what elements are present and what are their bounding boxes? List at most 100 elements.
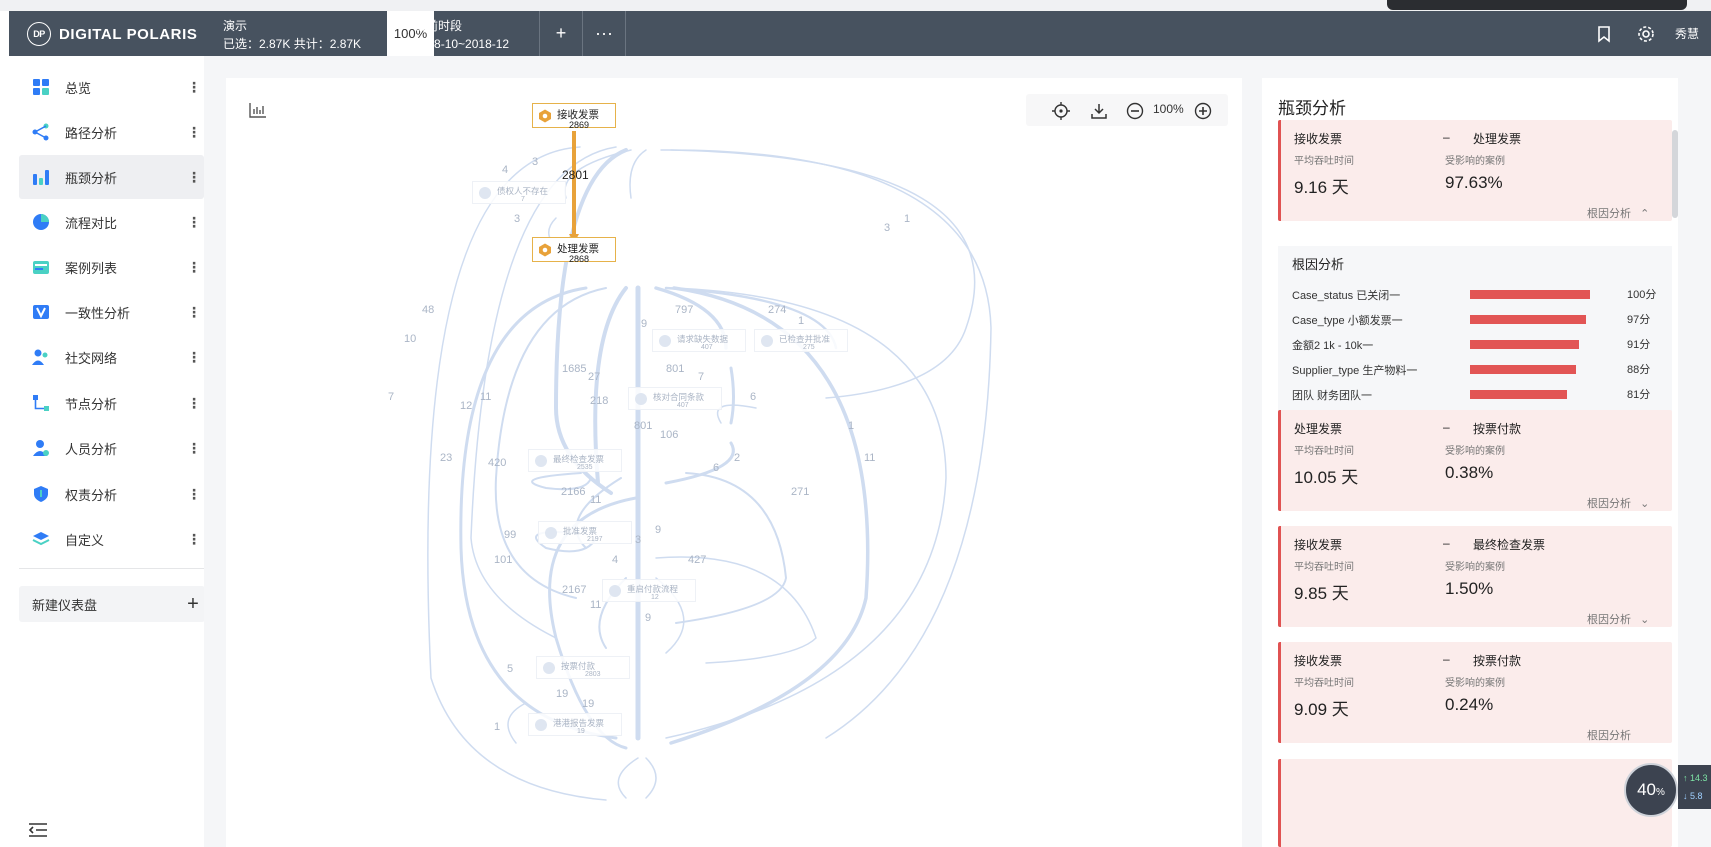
bottleneck-card[interactable]: 接收发票 – 按票付款 平均吞吐时间 受影响的案例 9.09 天 0.24% 根…: [1278, 642, 1672, 743]
more-vertical-icon[interactable]: ⋮: [187, 348, 201, 365]
node-count: 2535: [577, 464, 593, 471]
person-icon: [33, 440, 49, 456]
more-vertical-icon[interactable]: ⋮: [187, 78, 201, 95]
grid-icon: [33, 79, 49, 95]
locate-icon[interactable]: [1052, 102, 1070, 120]
root-cause-row[interactable]: 团队 财务团队一 81分: [1292, 384, 1662, 404]
sidebar-item-process-comparison[interactable]: 流程对比 ⋮: [19, 200, 204, 244]
plus-icon: +: [187, 592, 199, 615]
filter-summary[interactable]: 演示 已选：2.87K 共计：2.87K: [223, 17, 361, 53]
edge-label: 801: [666, 363, 685, 375]
edge-label: 274: [768, 304, 787, 316]
more-vertical-icon[interactable]: ⋮: [187, 168, 201, 185]
panel-scrollbar[interactable]: [1672, 130, 1678, 218]
edge-label: 19: [556, 688, 569, 700]
edge-label: 6: [713, 462, 720, 474]
network-speed-widget[interactable]: 40%: [1624, 763, 1678, 817]
root-cause-toggle[interactable]: 根因分析 ⌄: [1587, 611, 1649, 627]
bottleneck-dash: –: [1443, 420, 1450, 434]
gear-icon[interactable]: [1636, 24, 1656, 44]
bottleneck-card[interactable]: 处理发票 – 按票付款 平均吞吐时间 受影响的案例 10.05 天 0.38% …: [1278, 410, 1672, 511]
topbar-divider: [539, 11, 540, 56]
sidebar-item-label: 路径分析: [65, 125, 118, 141]
sidebar-item-overview[interactable]: 总览 ⋮: [19, 65, 204, 109]
sidebar-item-custom[interactable]: 自定义 ⋮: [19, 517, 204, 561]
root-cause-row[interactable]: Supplier_type 生产物料一 88分: [1292, 359, 1662, 379]
node-checked-approved[interactable]: 已检查并批准 275: [754, 329, 848, 352]
period-label: 当前时段: [414, 19, 463, 33]
brand-logo[interactable]: DP DIGITAL POLARIS: [27, 22, 197, 46]
more-vertical-icon[interactable]: ⋮: [187, 258, 201, 275]
user-name[interactable]: 秀慧: [1674, 27, 1699, 41]
node-process-invoice[interactable]: 处理发票 2868: [532, 237, 616, 264]
node-check-contract-terms[interactable]: 核对合同条款 407: [628, 387, 722, 410]
root-cause-key: Case_status 已关闭一: [1292, 290, 1401, 302]
more-filters-button[interactable]: ···: [595, 23, 613, 43]
node-receive-invoice[interactable]: 接收发票 2869: [532, 103, 616, 130]
sidebar-item-bottleneck-analysis[interactable]: 瓶颈分析 ⋮: [19, 155, 204, 199]
sidebar-item-path-analysis[interactable]: 路径分析 ⋮: [19, 110, 204, 154]
chart-toggle-icon[interactable]: [249, 102, 267, 118]
zoom-out-icon[interactable]: [1126, 102, 1144, 120]
more-vertical-icon[interactable]: ⋮: [187, 439, 201, 456]
root-cause-row[interactable]: Case_type 小额发票一 97分: [1292, 309, 1662, 329]
more-vertical-icon[interactable]: ⋮: [187, 530, 201, 547]
node-request-missing-data[interactable]: 请求缺失数据 407: [652, 329, 746, 352]
activity-hex-icon: [535, 719, 547, 731]
node-label: 批准发票: [563, 526, 598, 536]
app-top-bar: DP DIGITAL POLARIS 演示 已选：2.87K 共计：2.87K …: [9, 11, 1711, 56]
sidebar-item-responsibility-analysis[interactable]: 权责分析 ⋮: [19, 472, 204, 516]
edge-label: 11: [590, 494, 602, 506]
download-rate: ↓ 5.8: [1683, 791, 1703, 801]
bottleneck-card[interactable]: [1278, 759, 1672, 847]
sidebar-item-case-list[interactable]: 案例列表 ⋮: [19, 245, 204, 289]
node-approve-invoice[interactable]: 批准发票 2197: [538, 521, 632, 544]
root-cause-row[interactable]: Case_status 已关闭一 100分: [1292, 284, 1662, 304]
root-cause-score-bar: [1470, 340, 1580, 349]
bottleneck-card[interactable]: 接收发票 – 最终检查发票 平均吞吐时间 受影响的案例 9.85 天 1.50%…: [1278, 526, 1672, 627]
node-restart-payment[interactable]: 重启付款流程 12: [602, 579, 696, 602]
sidebar-item-conformance-analysis[interactable]: 一致性分析 ⋮: [19, 290, 204, 334]
sidebar-item-node-analysis[interactable]: 节点分析 ⋮: [19, 381, 204, 425]
edge-label: 99: [504, 529, 517, 541]
zoom-in-icon[interactable]: [1194, 102, 1212, 120]
more-vertical-icon[interactable]: ⋮: [187, 123, 201, 140]
edge-label: 48: [422, 304, 435, 316]
avg-time-value: 10.05 天: [1294, 468, 1359, 487]
collapse-sidebar-icon[interactable]: [28, 822, 48, 838]
node-creditor-missing[interactable]: 债权人不存在 7: [472, 181, 566, 204]
more-vertical-icon[interactable]: ⋮: [187, 213, 201, 230]
activity-hex-icon: [659, 335, 671, 347]
more-vertical-icon[interactable]: ⋮: [187, 485, 201, 502]
root-cause-toggle[interactable]: 根因分析 ⌃: [1587, 205, 1649, 221]
period-selector[interactable]: 当前时段 2018-10~2018-12: [414, 17, 509, 53]
node-pay-invoice[interactable]: 按票付款 2803: [536, 656, 630, 679]
edge-label: 3: [532, 156, 539, 168]
more-vertical-icon[interactable]: ⋮: [187, 303, 201, 320]
bottleneck-dash: –: [1443, 130, 1450, 144]
node-count: 2868: [569, 254, 590, 264]
new-dashboard-label: 新建仪表盘: [32, 597, 98, 613]
root-cause-row[interactable]: 金额2 1k - 10k一 91分: [1292, 334, 1662, 354]
affected-cases-value: 97.63%: [1445, 173, 1503, 192]
node-final-check-invoice[interactable]: 最终检查发票 2535: [528, 449, 622, 472]
filter-percent-tab[interactable]: 100%: [387, 11, 434, 56]
cpu-percent-unit: %: [1656, 787, 1665, 798]
new-dashboard-button[interactable]: 新建仪表盘 +: [19, 586, 205, 622]
node-count: 407: [701, 344, 713, 351]
bottleneck-card[interactable]: 接收发票 – 处理发票 平均吞吐时间 受影响的案例 9.16 天 97.63% …: [1278, 120, 1672, 221]
avg-time-label: 平均吞吐时间: [1294, 446, 1354, 457]
bookmark-icon[interactable]: [1594, 24, 1614, 44]
sidebar-item-people-analysis[interactable]: 人员分析 ⋮: [19, 426, 204, 470]
root-cause-toggle[interactable]: 根因分析 ⌄: [1587, 495, 1649, 511]
download-icon[interactable]: [1090, 102, 1108, 120]
node-report-invoice[interactable]: 港港报告发票 19: [528, 713, 622, 736]
root-cause-score-bar: [1470, 290, 1590, 299]
add-filter-button[interactable]: +: [555, 23, 567, 43]
root-cause-toggle[interactable]: 根因分析: [1587, 727, 1631, 743]
node-label: 最终检查发票: [553, 454, 605, 464]
more-vertical-icon[interactable]: ⋮: [187, 394, 201, 411]
affected-cases-label: 受影响的案例: [1445, 156, 1505, 167]
root-cause-section: 根因分析 Case_status 已关闭一 100分 Case_type 小额发…: [1278, 246, 1672, 432]
sidebar-item-social-network[interactable]: 社交网络 ⋮: [19, 335, 204, 379]
